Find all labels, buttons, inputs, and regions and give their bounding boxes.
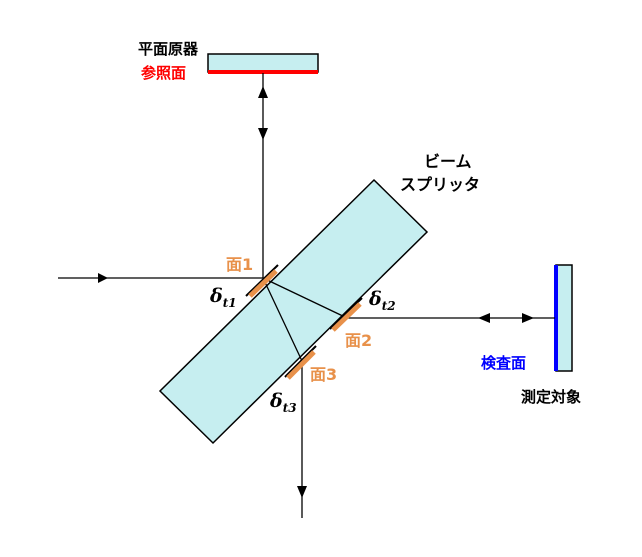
output-beam-arrow — [297, 486, 307, 498]
thickness-label-t2: δt2 — [368, 288, 396, 313]
test-surface-label: 検査面 — [481, 354, 526, 372]
reference-flat-plate — [207, 53, 319, 73]
reference-flat-label: 平面原器 — [138, 40, 199, 58]
thickness-label-t3: δt3 — [269, 390, 297, 415]
surface1-marker — [245, 264, 279, 298]
reference-arm-arrow-up — [258, 86, 268, 98]
beam-splitter-plate — [158, 178, 429, 445]
beam-splitter-label-line2: スプリッタ — [400, 175, 480, 194]
test-object-plate — [555, 264, 573, 372]
surface3-marker — [284, 345, 317, 380]
surface2-label: 面2 — [345, 331, 372, 350]
reference-surface-label: 参照面 — [141, 64, 186, 82]
test-arm-arrow-left — [478, 313, 490, 323]
internal-ray-surface2 — [262, 277, 348, 319]
thickness-label-t1: δt1 — [209, 285, 237, 310]
surface3-label: 面3 — [310, 365, 337, 384]
surface1-label: 面1 — [226, 255, 253, 274]
internal-ray-surface3 — [262, 277, 303, 362]
reference-arm-arrow-down — [258, 128, 268, 140]
test-object-label: 測定対象 — [521, 388, 581, 406]
surface2-marker — [329, 297, 363, 332]
input-beam-arrow — [98, 273, 108, 283]
beam-splitter-label-line1: ビーム — [424, 152, 472, 171]
test-arm-arrow-right — [522, 313, 534, 323]
